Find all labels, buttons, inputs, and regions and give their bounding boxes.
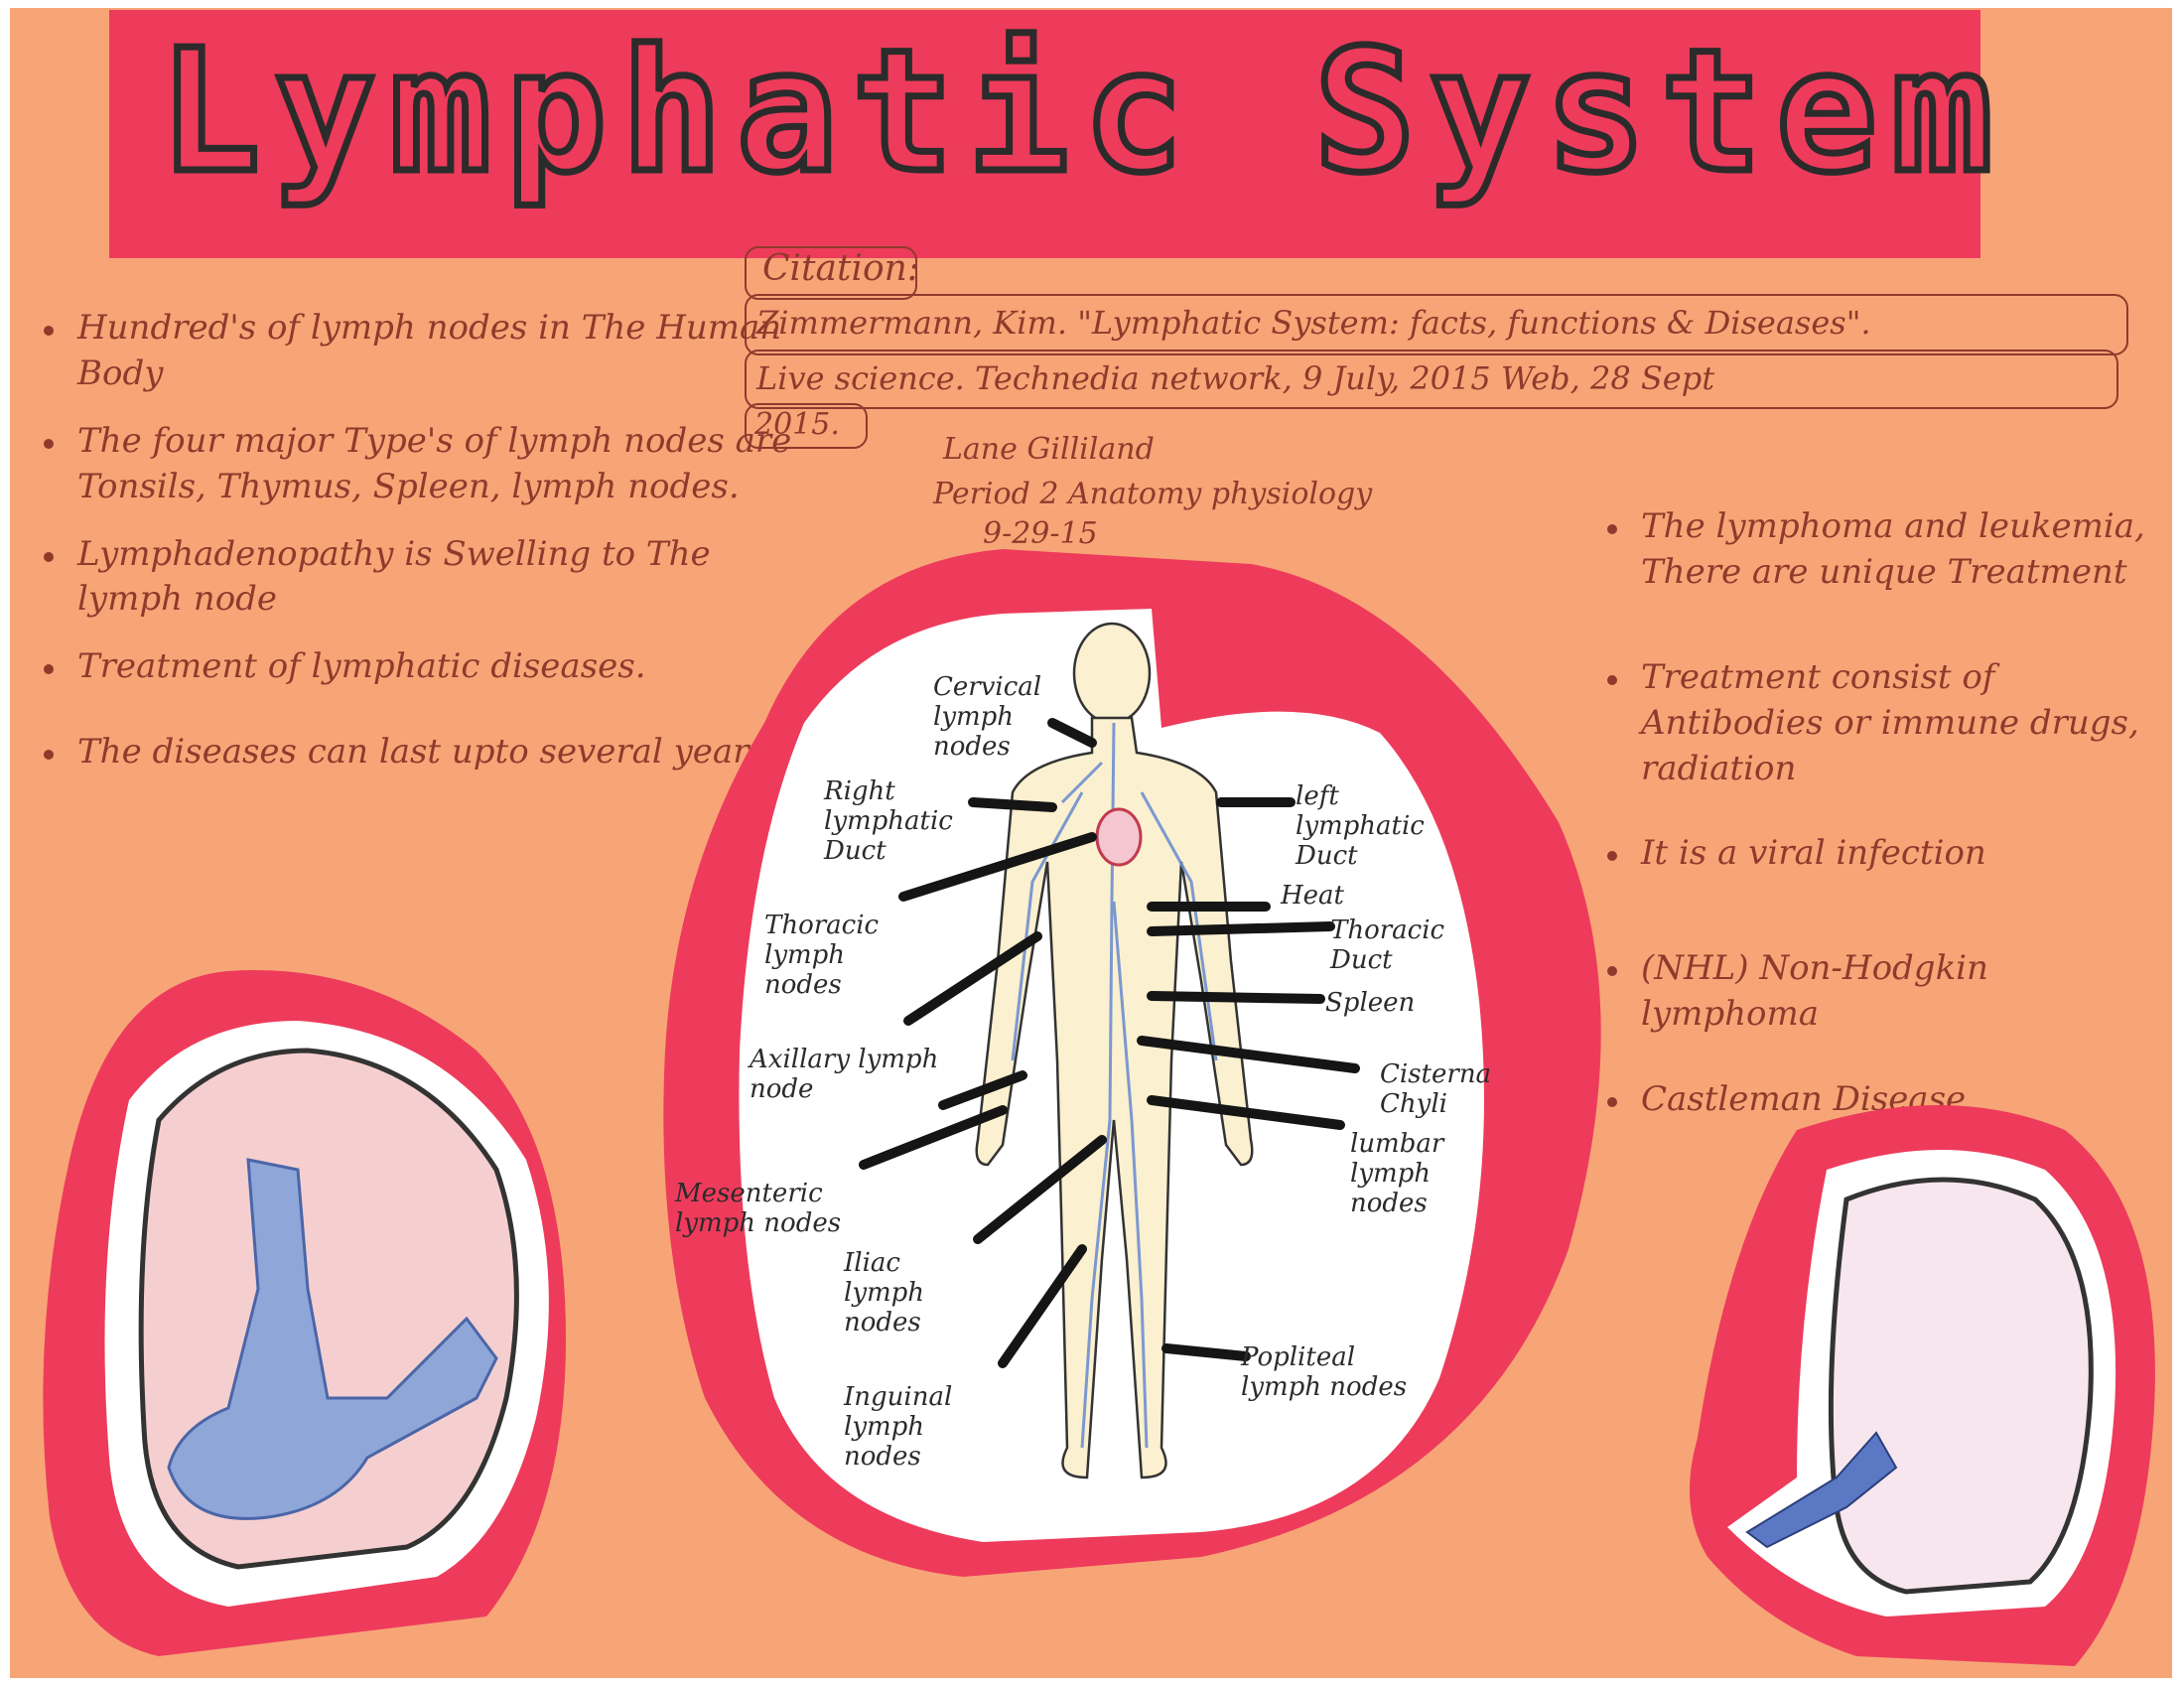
author-period: Period 2 Anatomy physiology (933, 477, 1373, 511)
label-thoracic-duct: Thoracic Duct (1330, 915, 1445, 975)
citation-line-frame (745, 294, 2128, 355)
right-facts-list: The lymphoma and leukemia, There are uni… (1603, 504, 2159, 1145)
label-spleen: Spleen (1325, 988, 1416, 1018)
bullet-dot (44, 750, 54, 761)
citation-line: Live science. Technedia network, 9 July,… (756, 359, 1715, 397)
bullet-dot (44, 551, 54, 562)
body-outline (975, 622, 1254, 1479)
bullet-dot (1607, 851, 1617, 862)
lymph-node-drawing (43, 970, 567, 1656)
page-title: Lymphatic System (156, 14, 2007, 211)
fact-item: Treatment of lymphatic diseases. (40, 644, 814, 690)
bullet-dot (44, 438, 54, 449)
label-right-duct: Right lymphatic Duct (824, 776, 953, 866)
label-mesenteric: Mesenteric lymph nodes (675, 1179, 842, 1238)
leader-lines (859, 718, 1360, 1368)
citation-line: Zimmermann, Kim. "Lymphatic System: fact… (756, 304, 1871, 342)
poster-board: Lymphatic System Citation: Zimmermann, K… (10, 8, 2172, 1678)
citation-line: 2015. (754, 407, 840, 442)
fact-item: (NHL) Non-Hodgkin lymphoma (1603, 946, 2159, 1038)
fact-item: The four major Type's of lymph nodes are… (40, 419, 814, 510)
bullet-dot (44, 664, 54, 675)
label-thoracic-nodes: Thoracic lymph nodes (764, 911, 880, 1000)
bullet-dot (1607, 966, 1617, 977)
label-cervical: Cervical lymph nodes (933, 672, 1042, 762)
fact-item: Hundred's of lymph nodes in The Human Bo… (40, 306, 814, 397)
heart-shape (1095, 807, 1143, 867)
citation-heading-frame (745, 246, 917, 300)
author-name: Lane Gilliland (943, 432, 1155, 467)
citation-line-frame (745, 350, 2118, 409)
bullet-dot (1607, 674, 1617, 685)
citation-block: Citation: Zimmermann, Kim. "Lymphatic Sy… (745, 246, 2134, 449)
citation-heading: Citation: (762, 248, 919, 289)
label-popliteal: Popliteal lymph nodes (1241, 1342, 1408, 1402)
label-lumbar: lumbar lymph nodes (1350, 1129, 1444, 1218)
label-cisterna: Cisterna Chyli (1380, 1059, 1492, 1119)
fact-item: The lymphoma and leukemia, There are uni… (1603, 504, 2159, 596)
fact-item: Treatment consist of Antibodies or immun… (1603, 655, 2159, 792)
label-heart: Heat (1281, 881, 1345, 911)
citation-line-frame (745, 403, 868, 449)
label-left-duct: left lymphatic Duct (1296, 781, 1425, 871)
lymphatic-body-diagram (663, 549, 1601, 1577)
bullet-dot (44, 326, 54, 336)
left-facts-list: Hundred's of lymph nodes in The Human Bo… (40, 306, 814, 797)
label-axillary: Axillary lymph node (750, 1045, 939, 1104)
bullet-dot (1607, 1097, 1617, 1108)
spleen-drawing (1690, 1105, 2155, 1666)
label-inguinal: Inguinal lymph nodes (844, 1382, 953, 1472)
fact-item: Lymphadenopathy is Swelling to The lymph… (40, 532, 814, 624)
spleen-outline (1828, 1177, 2094, 1595)
fact-item: It is a viral infection (1603, 831, 2159, 877)
title-banner: Lymphatic System (109, 10, 1996, 258)
spleen-vessel (1745, 1431, 1898, 1549)
bullet-dot (1607, 524, 1617, 534)
node-vessel (167, 1158, 498, 1520)
fact-item: The diseases can last upto several years (40, 730, 814, 775)
author-date: 9-29-15 (983, 516, 1098, 551)
label-iliac: Iliac lymph nodes (844, 1248, 925, 1337)
